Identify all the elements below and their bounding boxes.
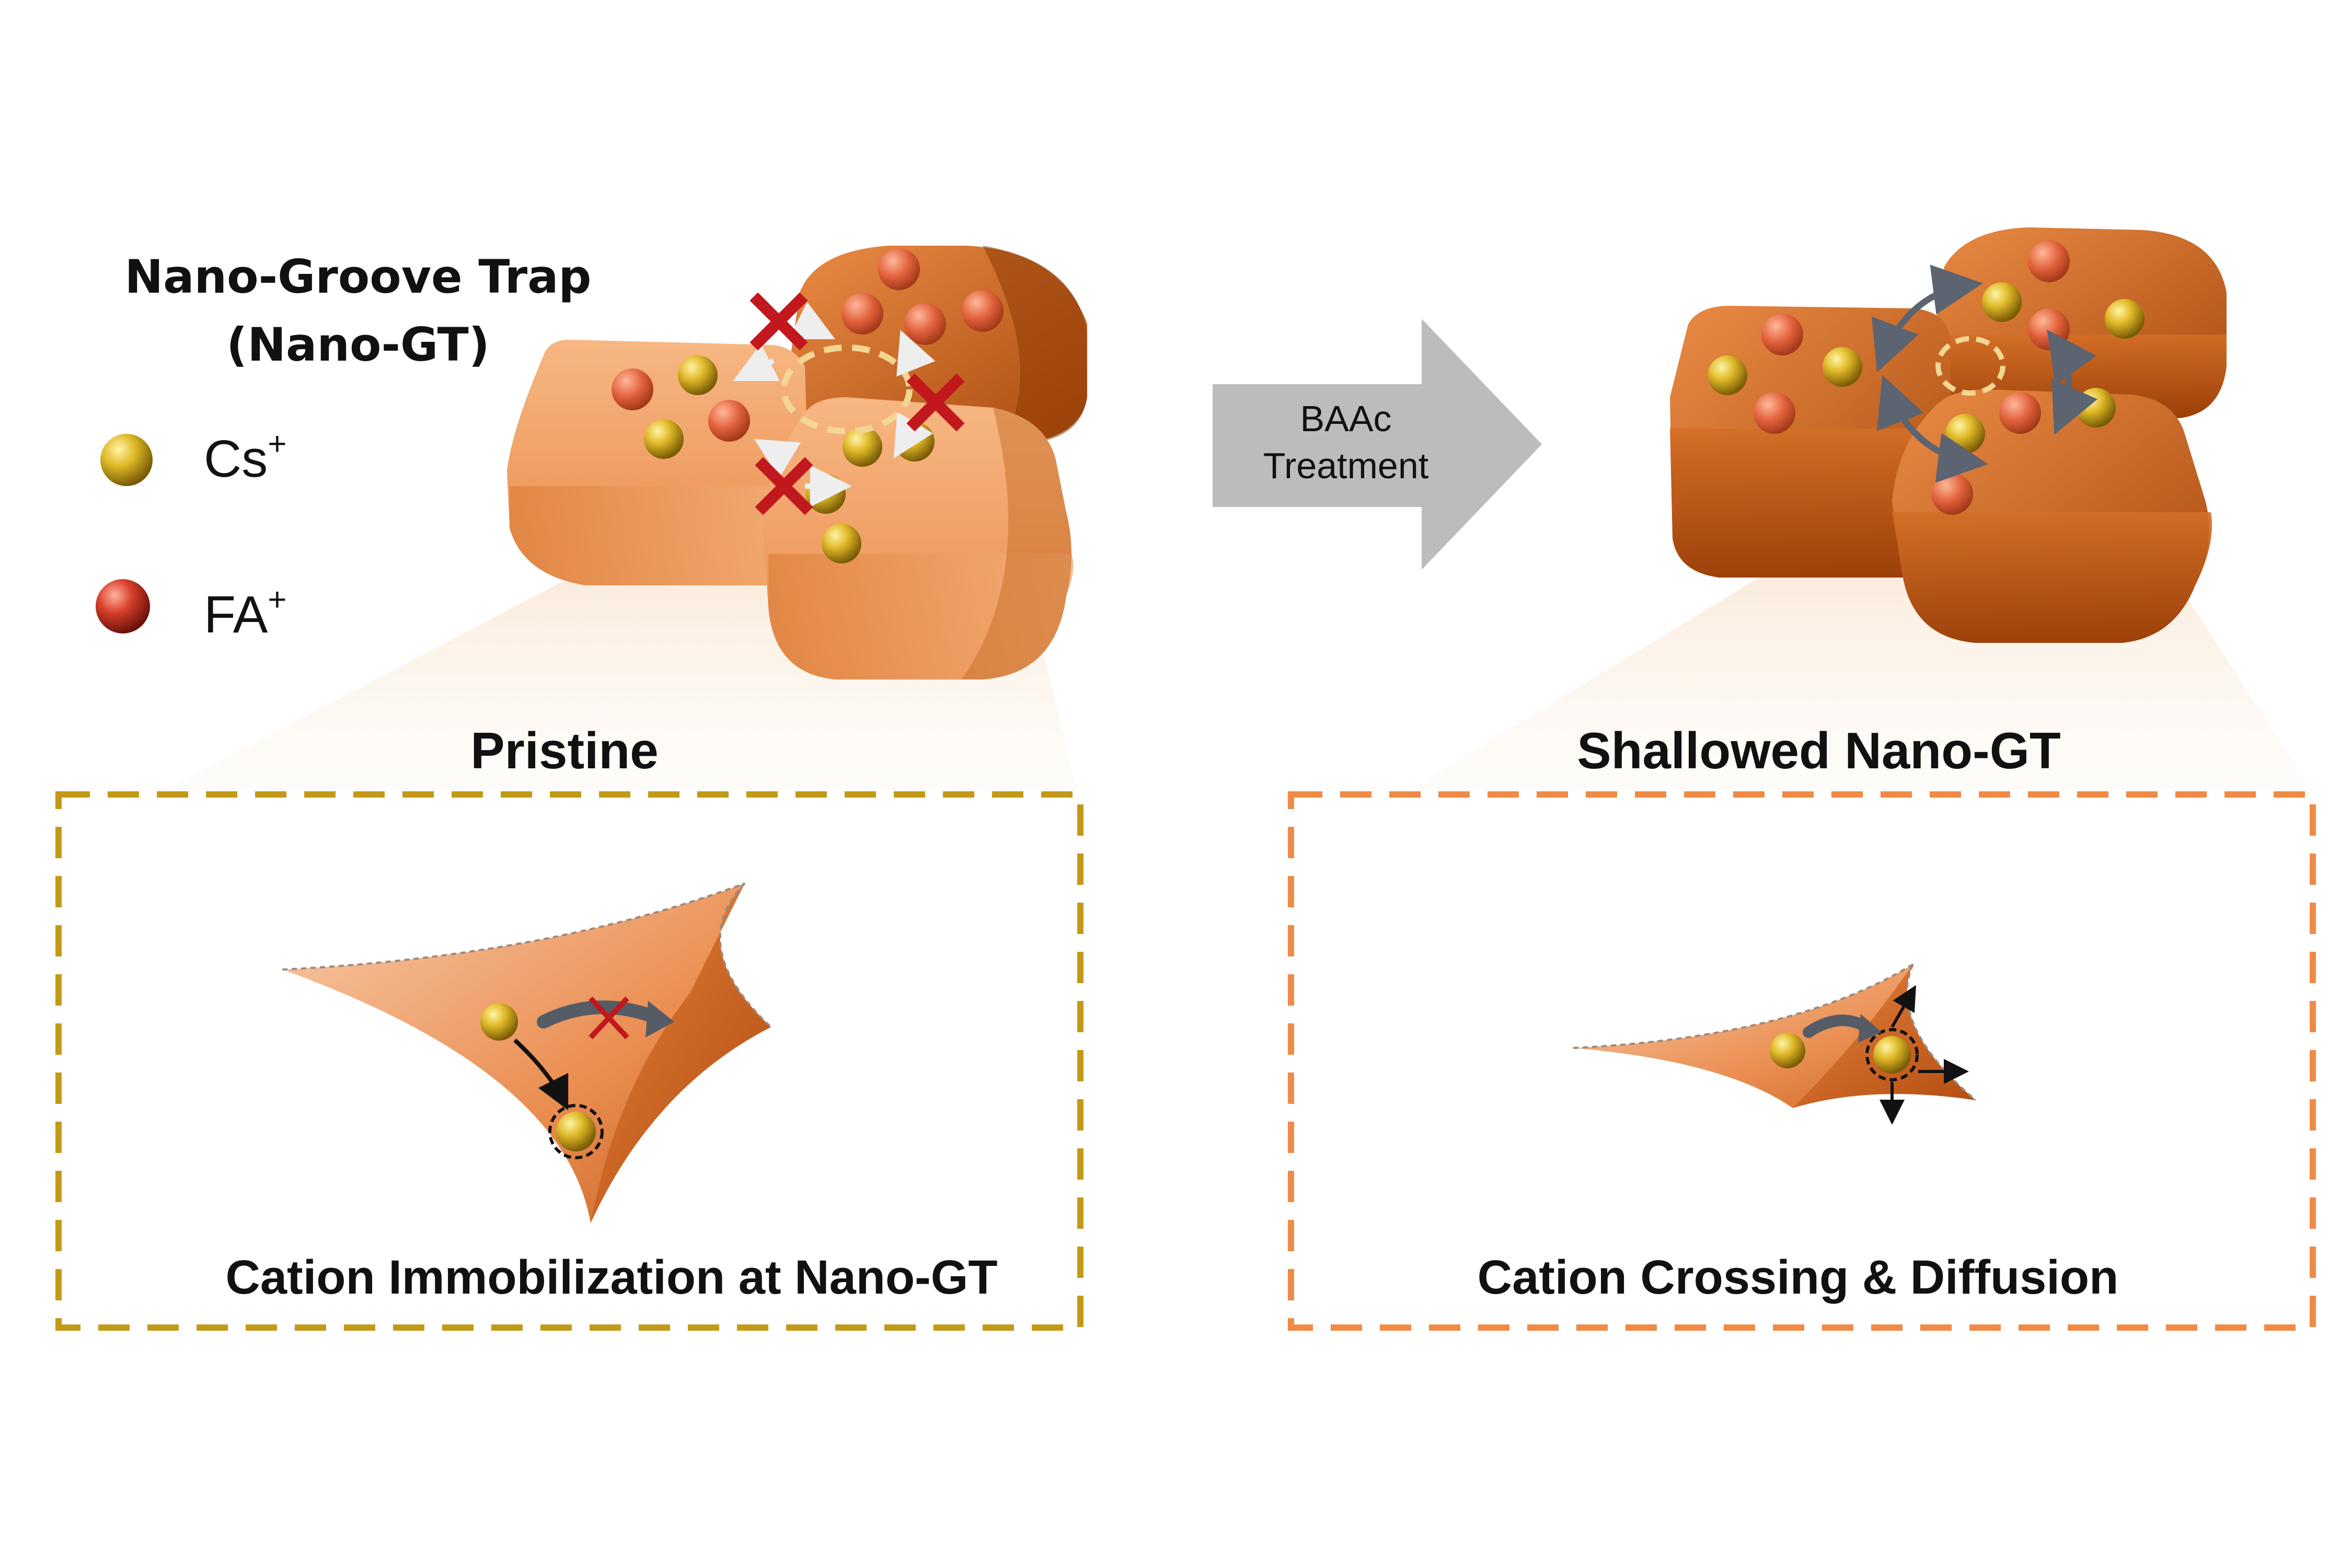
diffusion-arrows — [1872, 264, 2098, 483]
fa-ion — [878, 248, 920, 290]
fa-ion — [708, 400, 750, 442]
diffusion-arrow-icon — [1858, 1014, 1882, 1043]
cs-ion — [822, 524, 861, 563]
shallowed-grain-cluster — [1411, 227, 2310, 789]
diffusion-arrow-icon — [2047, 329, 2096, 426]
cs-ion — [1823, 347, 1862, 387]
trap-circle-icon — [781, 344, 913, 434]
pristine-grain-cluster — [167, 246, 1087, 789]
legend-fa-charge: + — [268, 582, 286, 618]
diffusion-arrow-icon — [733, 343, 780, 381]
trap-circle-icon — [1935, 336, 2005, 396]
diffusion-arrow-icon — [896, 330, 936, 377]
fa-ion — [2028, 308, 2070, 350]
cs-ion-crossing — [1873, 1036, 1911, 1074]
fa-ion — [1761, 314, 1803, 355]
fa-ion — [1754, 392, 1795, 434]
legend-title-line1: Nano-Groove Trap — [124, 250, 591, 304]
fa-ion — [1931, 473, 1973, 515]
cs-ion — [2076, 388, 2116, 428]
diffusion-arrow-icon — [1890, 985, 1916, 1028]
diffusion-arrow-icon — [1877, 375, 1979, 466]
cs-ion — [843, 427, 882, 467]
cs-ion — [644, 419, 684, 459]
pristine-detail-panel: Cation Immobilization at Nano-GT — [55, 791, 1083, 1331]
shallowed-title: Shallowed Nano-GT — [1577, 722, 2061, 779]
svg-text:Cs+: Cs+ — [204, 426, 286, 488]
arrow-line1: BAAc — [1300, 398, 1391, 439]
shallowed-caption: Cation Crossing & Diffusion — [1478, 1251, 2119, 1304]
pristine-caption: Cation Immobilization at Nano-GT — [225, 1251, 997, 1304]
legend-fa-label: FA — [204, 585, 268, 644]
grain-front-right — [1892, 389, 2212, 643]
block-x-icon — [589, 996, 629, 1040]
cs-ion — [480, 1003, 518, 1041]
legend-cs-label: Cs — [204, 430, 268, 488]
legend-title-line2: (Nano-GT) — [226, 318, 490, 372]
shallowed-detail-panel: Cation Crossing & Diffusion — [1288, 791, 2316, 1331]
grain-left-right — [1670, 306, 1955, 578]
pristine-title: Pristine — [470, 722, 658, 779]
grain-back-right — [1929, 227, 2227, 418]
diffusion-arrow-icon — [645, 1001, 674, 1037]
diffusion-arrow-icon — [788, 302, 835, 339]
cs-ion — [678, 355, 718, 395]
fa-ion-icon — [96, 579, 150, 633]
fa-ion — [612, 368, 653, 410]
diffusion-arrow-icon — [1872, 282, 1974, 373]
treatment-arrow: BAAc Treatment — [1213, 319, 1542, 570]
cs-ion — [1982, 282, 2022, 322]
cs-ion-icon — [100, 434, 153, 486]
cs-ion — [1945, 414, 1985, 454]
fa-ion — [962, 290, 1004, 332]
arrow-line2: Treatment — [1263, 445, 1428, 486]
block-x-icon — [755, 457, 813, 515]
legend-cs-charge: + — [268, 426, 286, 462]
block-x-icon — [750, 292, 808, 351]
fa-ion — [904, 303, 946, 345]
fa-ion — [1999, 392, 2041, 434]
block-x-icon — [906, 373, 965, 432]
trap-circle-icon — [548, 1104, 604, 1159]
block-x-marks — [750, 292, 965, 515]
diffusion-arrow-icon — [754, 439, 801, 479]
legend: Nano-Groove Trap (Nano-GT) Cs+ FA+ — [96, 250, 592, 644]
trapping-arrow-icon — [513, 1039, 569, 1111]
arrow-shape — [1213, 319, 1542, 570]
svg-text:FA+: FA+ — [204, 582, 286, 644]
groove-surface-shallow — [1573, 963, 1977, 1108]
fa-ion — [2028, 240, 2070, 282]
cs-ion-trapped — [556, 1112, 596, 1151]
trap-circle-icon — [1865, 1028, 1919, 1081]
cs-ion — [2105, 299, 2145, 339]
cs-ion — [1708, 355, 1747, 395]
cs-ion — [1770, 1033, 1805, 1068]
pristine-frame — [55, 791, 1083, 1331]
fa-ion — [841, 293, 883, 335]
shallowed-frame — [1288, 791, 2316, 1331]
